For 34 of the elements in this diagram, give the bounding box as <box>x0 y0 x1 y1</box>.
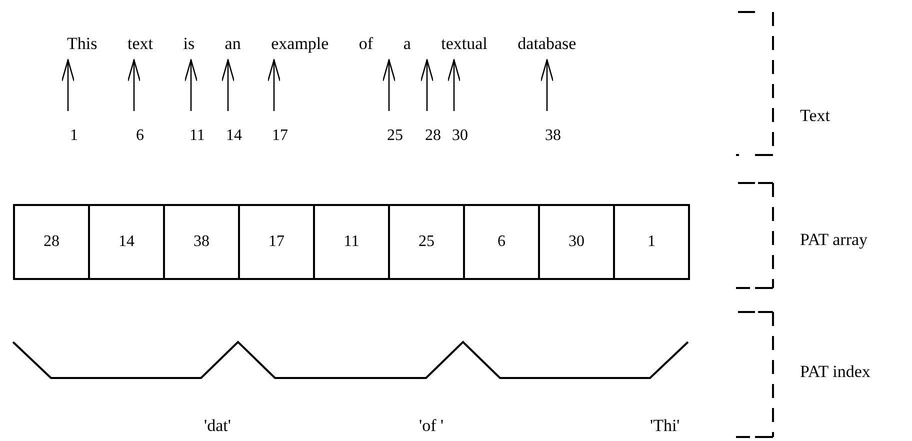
arrow <box>420 59 434 111</box>
arrow <box>540 59 554 111</box>
position-number: 17 <box>272 127 288 145</box>
arrow <box>127 59 141 111</box>
position-number: 11 <box>190 127 205 145</box>
array-cell: 30 <box>538 204 615 280</box>
section-label: Text <box>800 106 830 126</box>
position-number: 30 <box>452 127 468 145</box>
position-number: 14 <box>226 127 242 145</box>
array-cell: 17 <box>238 204 315 280</box>
array-cell: 25 <box>388 204 465 280</box>
section-label: PAT index <box>800 362 870 382</box>
sentence-text: This text is an example of a textual database <box>67 34 576 54</box>
arrow <box>447 59 461 111</box>
array-cell: 6 <box>463 204 540 280</box>
index-key-label: 'Thi' <box>650 416 680 436</box>
arrow <box>184 59 198 111</box>
position-number: 6 <box>136 127 144 145</box>
index-key-label: 'of ' <box>419 416 444 436</box>
arrow <box>267 59 281 111</box>
array-cell: 11 <box>313 204 390 280</box>
array-cell: 28 <box>13 204 90 280</box>
position-number: 1 <box>70 127 78 145</box>
array-cell: 38 <box>163 204 240 280</box>
array-cell: 1 <box>613 204 690 280</box>
position-number: 38 <box>545 127 561 145</box>
section-label: PAT array <box>800 230 868 250</box>
array-cell: 14 <box>88 204 165 280</box>
position-number: 25 <box>387 127 403 145</box>
arrow <box>221 59 235 111</box>
position-number: 28 <box>425 127 441 145</box>
arrow <box>382 59 396 111</box>
index-key-label: 'dat' <box>204 416 231 436</box>
arrow <box>61 59 75 111</box>
